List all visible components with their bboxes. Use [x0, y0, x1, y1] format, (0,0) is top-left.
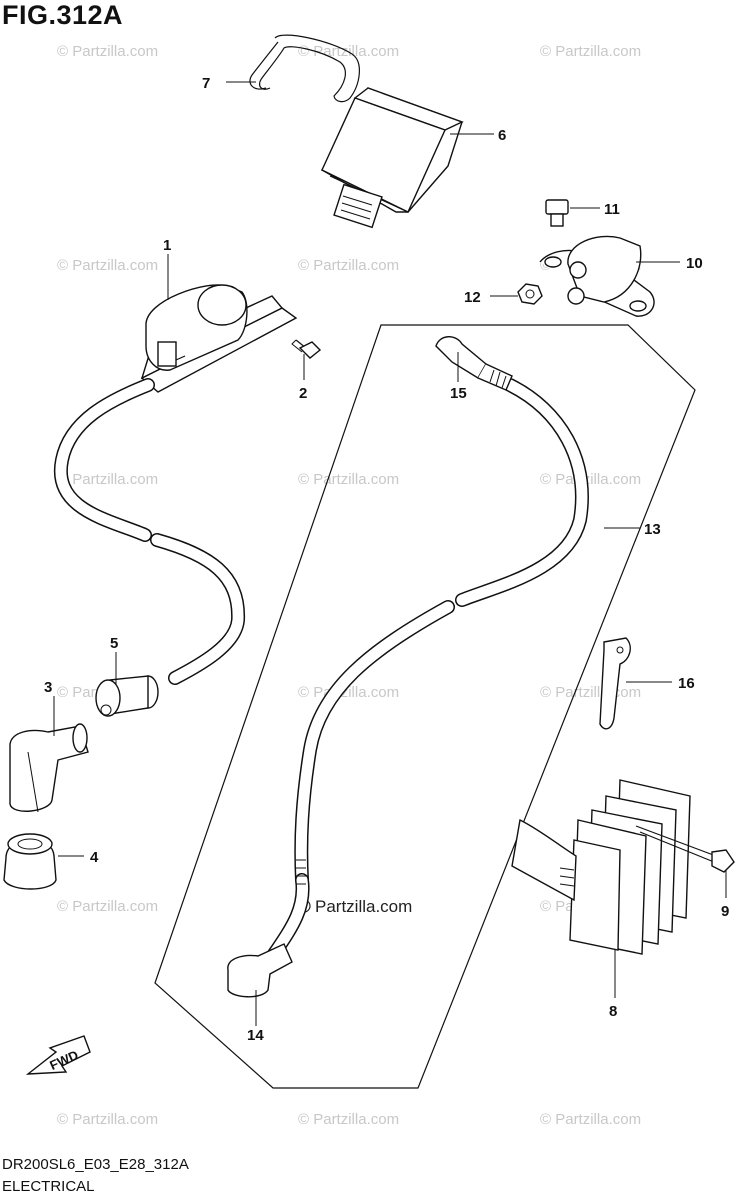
- callout-15: 15: [450, 385, 467, 402]
- part-11-bolt: [545, 199, 569, 227]
- part-3-plug-cap: [9, 723, 89, 813]
- watermark: © Partzilla.com: [57, 43, 158, 60]
- part-12-nut: [517, 283, 543, 305]
- part-4-boot: [3, 833, 57, 890]
- part-6-cdi-unit: [321, 87, 464, 229]
- part-14-terminal-cover: [227, 943, 293, 998]
- callout-14: 14: [247, 1027, 264, 1044]
- watermark: © Partzilla.com: [57, 898, 158, 915]
- watermark: © Partzilla.com: [540, 684, 641, 701]
- part-10-starter-relay: [539, 235, 655, 317]
- part-16-clamp: [599, 637, 631, 730]
- watermark-center: Partzilla.com: [315, 897, 412, 916]
- callout-8: 8: [609, 1003, 617, 1020]
- callout-16: 16: [678, 675, 695, 692]
- callout-12: 12: [464, 289, 481, 306]
- watermark: © Partzilla.com: [540, 471, 641, 488]
- part-1-ignition-coil: [140, 284, 298, 393]
- callout-1: 1: [163, 237, 171, 254]
- watermark: © Partzilla.com: [298, 1111, 399, 1128]
- watermark: © Partzilla.com: [57, 1111, 158, 1128]
- cable-kit-frame: [154, 324, 696, 1089]
- watermark: © Partzilla.com: [298, 684, 399, 701]
- watermark: © Partzilla.com: [540, 43, 641, 60]
- callout-6: 6: [498, 127, 506, 144]
- figure-title: FIG.312A: [2, 0, 124, 30]
- callout-7: 7: [202, 75, 210, 92]
- callout-5: 5: [110, 635, 118, 652]
- callouts: 1 2 3 4 5 6 7 8 9 10 11 12 13 14 15 16: [44, 75, 729, 1044]
- watermark: © Partzilla.com: [298, 257, 399, 274]
- callout-2: 2: [299, 385, 307, 402]
- fwd-arrow: FWD: [25, 1035, 91, 1075]
- watermark: © Partzilla.com: [57, 257, 158, 274]
- callout-3: 3: [44, 679, 52, 696]
- part-9-bolt: [635, 825, 735, 873]
- watermark: © Partzilla.com: [57, 471, 158, 488]
- watermark: © Partzilla.com: [540, 1111, 641, 1128]
- callout-13: 13: [644, 521, 661, 538]
- part-2-bolt: [291, 339, 322, 359]
- callout-9: 9: [721, 903, 729, 920]
- part-5-plug: [95, 675, 159, 717]
- part-8-regulator: [511, 779, 691, 955]
- leader-lines: [53, 81, 727, 1026]
- diagram-code: DR200SL6_E03_E28_312A: [2, 1156, 189, 1173]
- callout-4: 4: [90, 849, 99, 866]
- callout-11: 11: [604, 201, 620, 218]
- part-1-cable: [53, 378, 246, 685]
- watermark: © Partzilla.com: [298, 471, 399, 488]
- part-15-terminal: [435, 336, 513, 391]
- section-label: ELECTRICAL: [2, 1178, 95, 1195]
- callout-10: 10: [686, 255, 703, 272]
- part-7-clip: [249, 34, 360, 103]
